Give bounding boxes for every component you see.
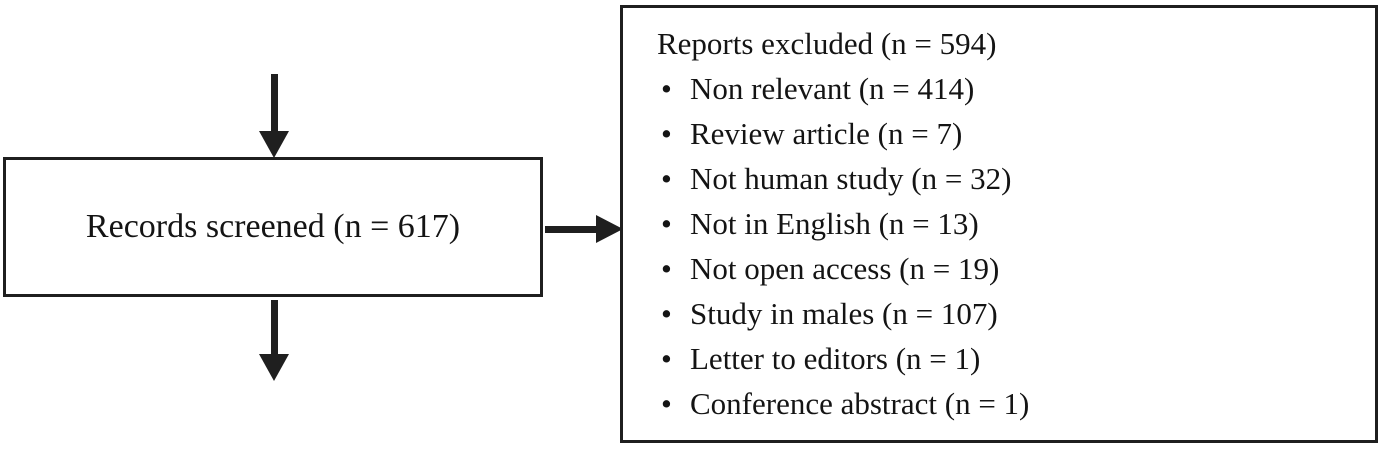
arrow-shaft xyxy=(271,300,278,355)
excluded-reason-label: Non relevant (n = 414) xyxy=(690,71,975,106)
excluded-reason-label: Not human study (n = 32) xyxy=(690,161,1012,196)
bullet-icon: • xyxy=(661,341,672,376)
excluded-reason-label: Study in males (n = 107) xyxy=(690,296,998,331)
bullet-icon: • xyxy=(661,71,672,106)
bullet-icon: • xyxy=(661,386,672,421)
bullet-icon: • xyxy=(661,206,672,241)
bullet-icon: • xyxy=(661,116,672,151)
bullet-icon: • xyxy=(661,161,672,196)
arrow-head-down-icon xyxy=(259,131,289,158)
records-screened-box: Records screened (n = 617) xyxy=(3,157,543,297)
excluded-reason-label: Review article (n = 7) xyxy=(690,116,963,151)
bullet-icon: • xyxy=(661,251,672,286)
arrow-head-down-icon xyxy=(259,354,289,381)
excluded-reason-label: Not in English (n = 13) xyxy=(690,206,979,241)
excluded-reason-item: • Non relevant (n = 414) xyxy=(657,66,1365,111)
excluded-reason-item: • Not human study (n = 32) xyxy=(657,156,1365,201)
excluded-reason-item: • Study in males (n = 107) xyxy=(657,291,1365,336)
excluded-reason-label: Letter to editors (n = 1) xyxy=(690,341,981,376)
bullet-icon: • xyxy=(661,296,672,331)
excluded-reason-label: Not open access (n = 19) xyxy=(690,251,1000,286)
arrow-shaft xyxy=(545,226,598,233)
records-screened-label: Records screened (n = 617) xyxy=(85,208,461,246)
excluded-reason-item: • Letter to editors (n = 1) xyxy=(657,336,1365,381)
reports-excluded-box: Reports excluded (n = 594) • Non relevan… xyxy=(620,5,1378,443)
excluded-reason-item: • Review article (n = 7) xyxy=(657,111,1365,156)
arrow-head-right-icon xyxy=(596,215,623,243)
excluded-reasons-list: • Non relevant (n = 414) • Review articl… xyxy=(657,66,1365,426)
arrow-shaft xyxy=(271,74,278,132)
excluded-reason-item: • Not in English (n = 13) xyxy=(657,201,1365,246)
excluded-reason-item: • Conference abstract (n = 1) xyxy=(657,381,1365,426)
excluded-reason-item: • Not open access (n = 19) xyxy=(657,246,1365,291)
excluded-reason-label: Conference abstract (n = 1) xyxy=(690,386,1030,421)
reports-excluded-title: Reports excluded (n = 594) xyxy=(657,26,997,61)
